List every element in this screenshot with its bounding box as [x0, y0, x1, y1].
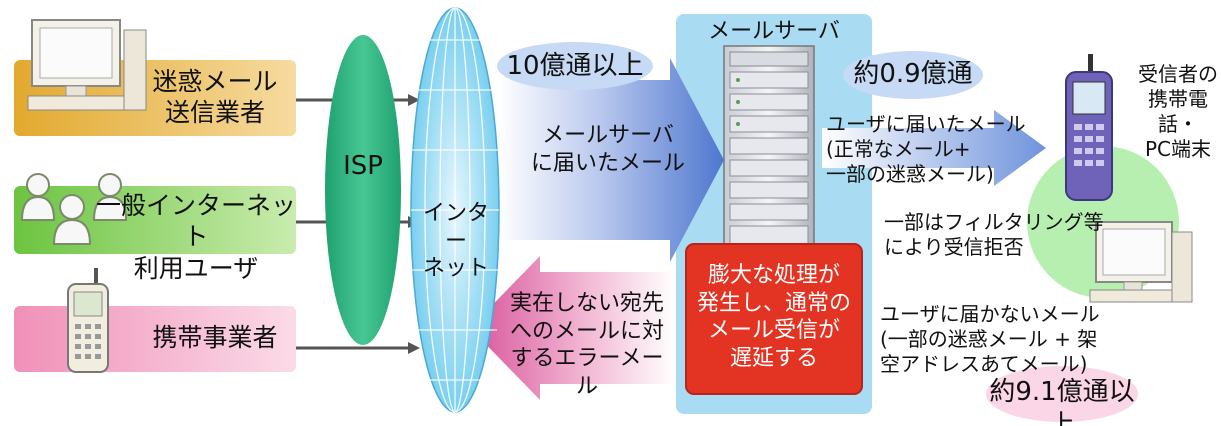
undelivered-mail-label: ユーザに届かないメール (一部の迷惑メール + 架 空アドレスあてメール): [880, 302, 1100, 376]
spam-sender-label: 迷惑メール 送信業者: [152, 67, 278, 128]
delivered-mail-arrow: [822, 110, 1046, 186]
isp-label: ISP: [343, 151, 383, 181]
internet-label: インター ネット: [422, 201, 489, 281]
user-group-icon: [20, 173, 128, 245]
recipient-pc-icon: [1089, 221, 1193, 303]
recipient-label: 受信者の 携帯電話・ PC端末: [1138, 62, 1218, 161]
internet-user-label: 一般インターネット 利用ユーザ: [96, 191, 297, 283]
volume-delivered-label: 約0.9億通: [853, 59, 973, 89]
server-rack-icon: [723, 45, 815, 255]
mail-server-label: メールサーバ: [708, 19, 840, 44]
delivered-mail-label: ユーザに届いたメール (正常なメール+ 一部の迷惑メール): [826, 112, 1026, 186]
volume-delivered-bubble: [843, 51, 983, 99]
desktop-pc-icon: [27, 19, 147, 111]
mobile-carrier-label: 携帯事業者: [152, 323, 278, 352]
server-load-label: 膨大な処理が 発生し、通常の メール受信が 遅延する: [696, 263, 851, 371]
server-alert-box: [685, 243, 863, 395]
recipient-phone-icon: [1065, 54, 1113, 201]
volume-undelivered-bubble: [986, 366, 1138, 422]
volume-in-label: 10億通以上: [506, 51, 644, 81]
incoming-mail-arrow: [498, 58, 724, 262]
volume-in-bubble: [497, 42, 653, 90]
error-mail-arrow: [470, 256, 676, 400]
internet-globe: [410, 7, 500, 413]
arrived-mail-label: メールサーバ に届いたメール: [530, 123, 685, 176]
isp-ellipse: [325, 35, 401, 345]
mobile-phone-icon: [67, 268, 109, 373]
volume-undelivered-label: 約9.1億通以上: [989, 377, 1135, 426]
filtering-label: 一部はフィルタリング等 により受信拒否: [884, 210, 1104, 259]
error-mail-label: 実在しない宛先 へのメールに対 するエラーメール: [509, 291, 664, 399]
